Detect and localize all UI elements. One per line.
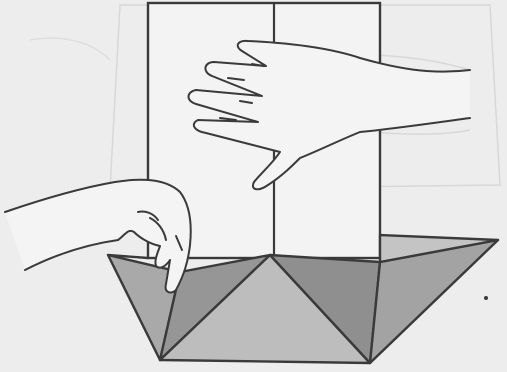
marker-dot [484, 296, 488, 300]
